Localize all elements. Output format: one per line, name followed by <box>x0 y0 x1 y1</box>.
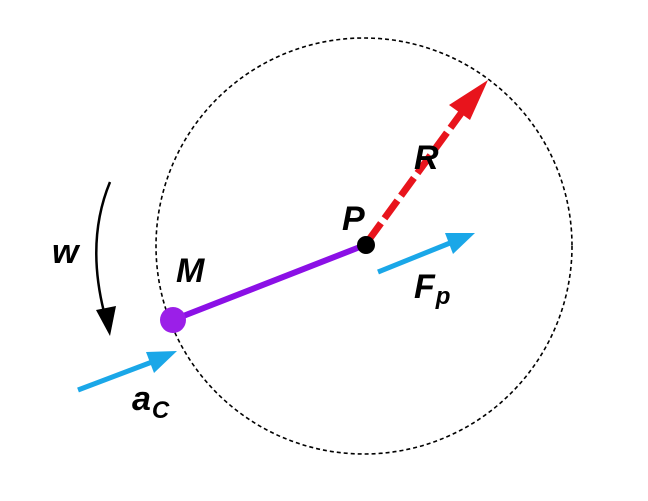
pivot-point <box>357 236 375 254</box>
accel-label-sub: C <box>152 397 170 424</box>
force-label: Fp <box>414 268 450 310</box>
radius-label: R <box>414 139 439 177</box>
force-label-sub: p <box>435 283 451 310</box>
force-arrow <box>377 233 475 275</box>
pivot-label: P <box>342 200 365 238</box>
force-label-main: F <box>414 268 436 306</box>
omega-arrow <box>95 181 116 336</box>
mass-point <box>160 307 186 333</box>
orbit-circle <box>155 37 573 455</box>
arm-line <box>170 242 368 323</box>
accel-label-main: a <box>132 380 151 418</box>
accel-arrow <box>77 351 177 393</box>
radius-arrow <box>365 80 488 244</box>
mass-label: M <box>176 252 205 290</box>
accel-label: aC <box>132 380 170 424</box>
omega-label: w <box>52 233 81 271</box>
